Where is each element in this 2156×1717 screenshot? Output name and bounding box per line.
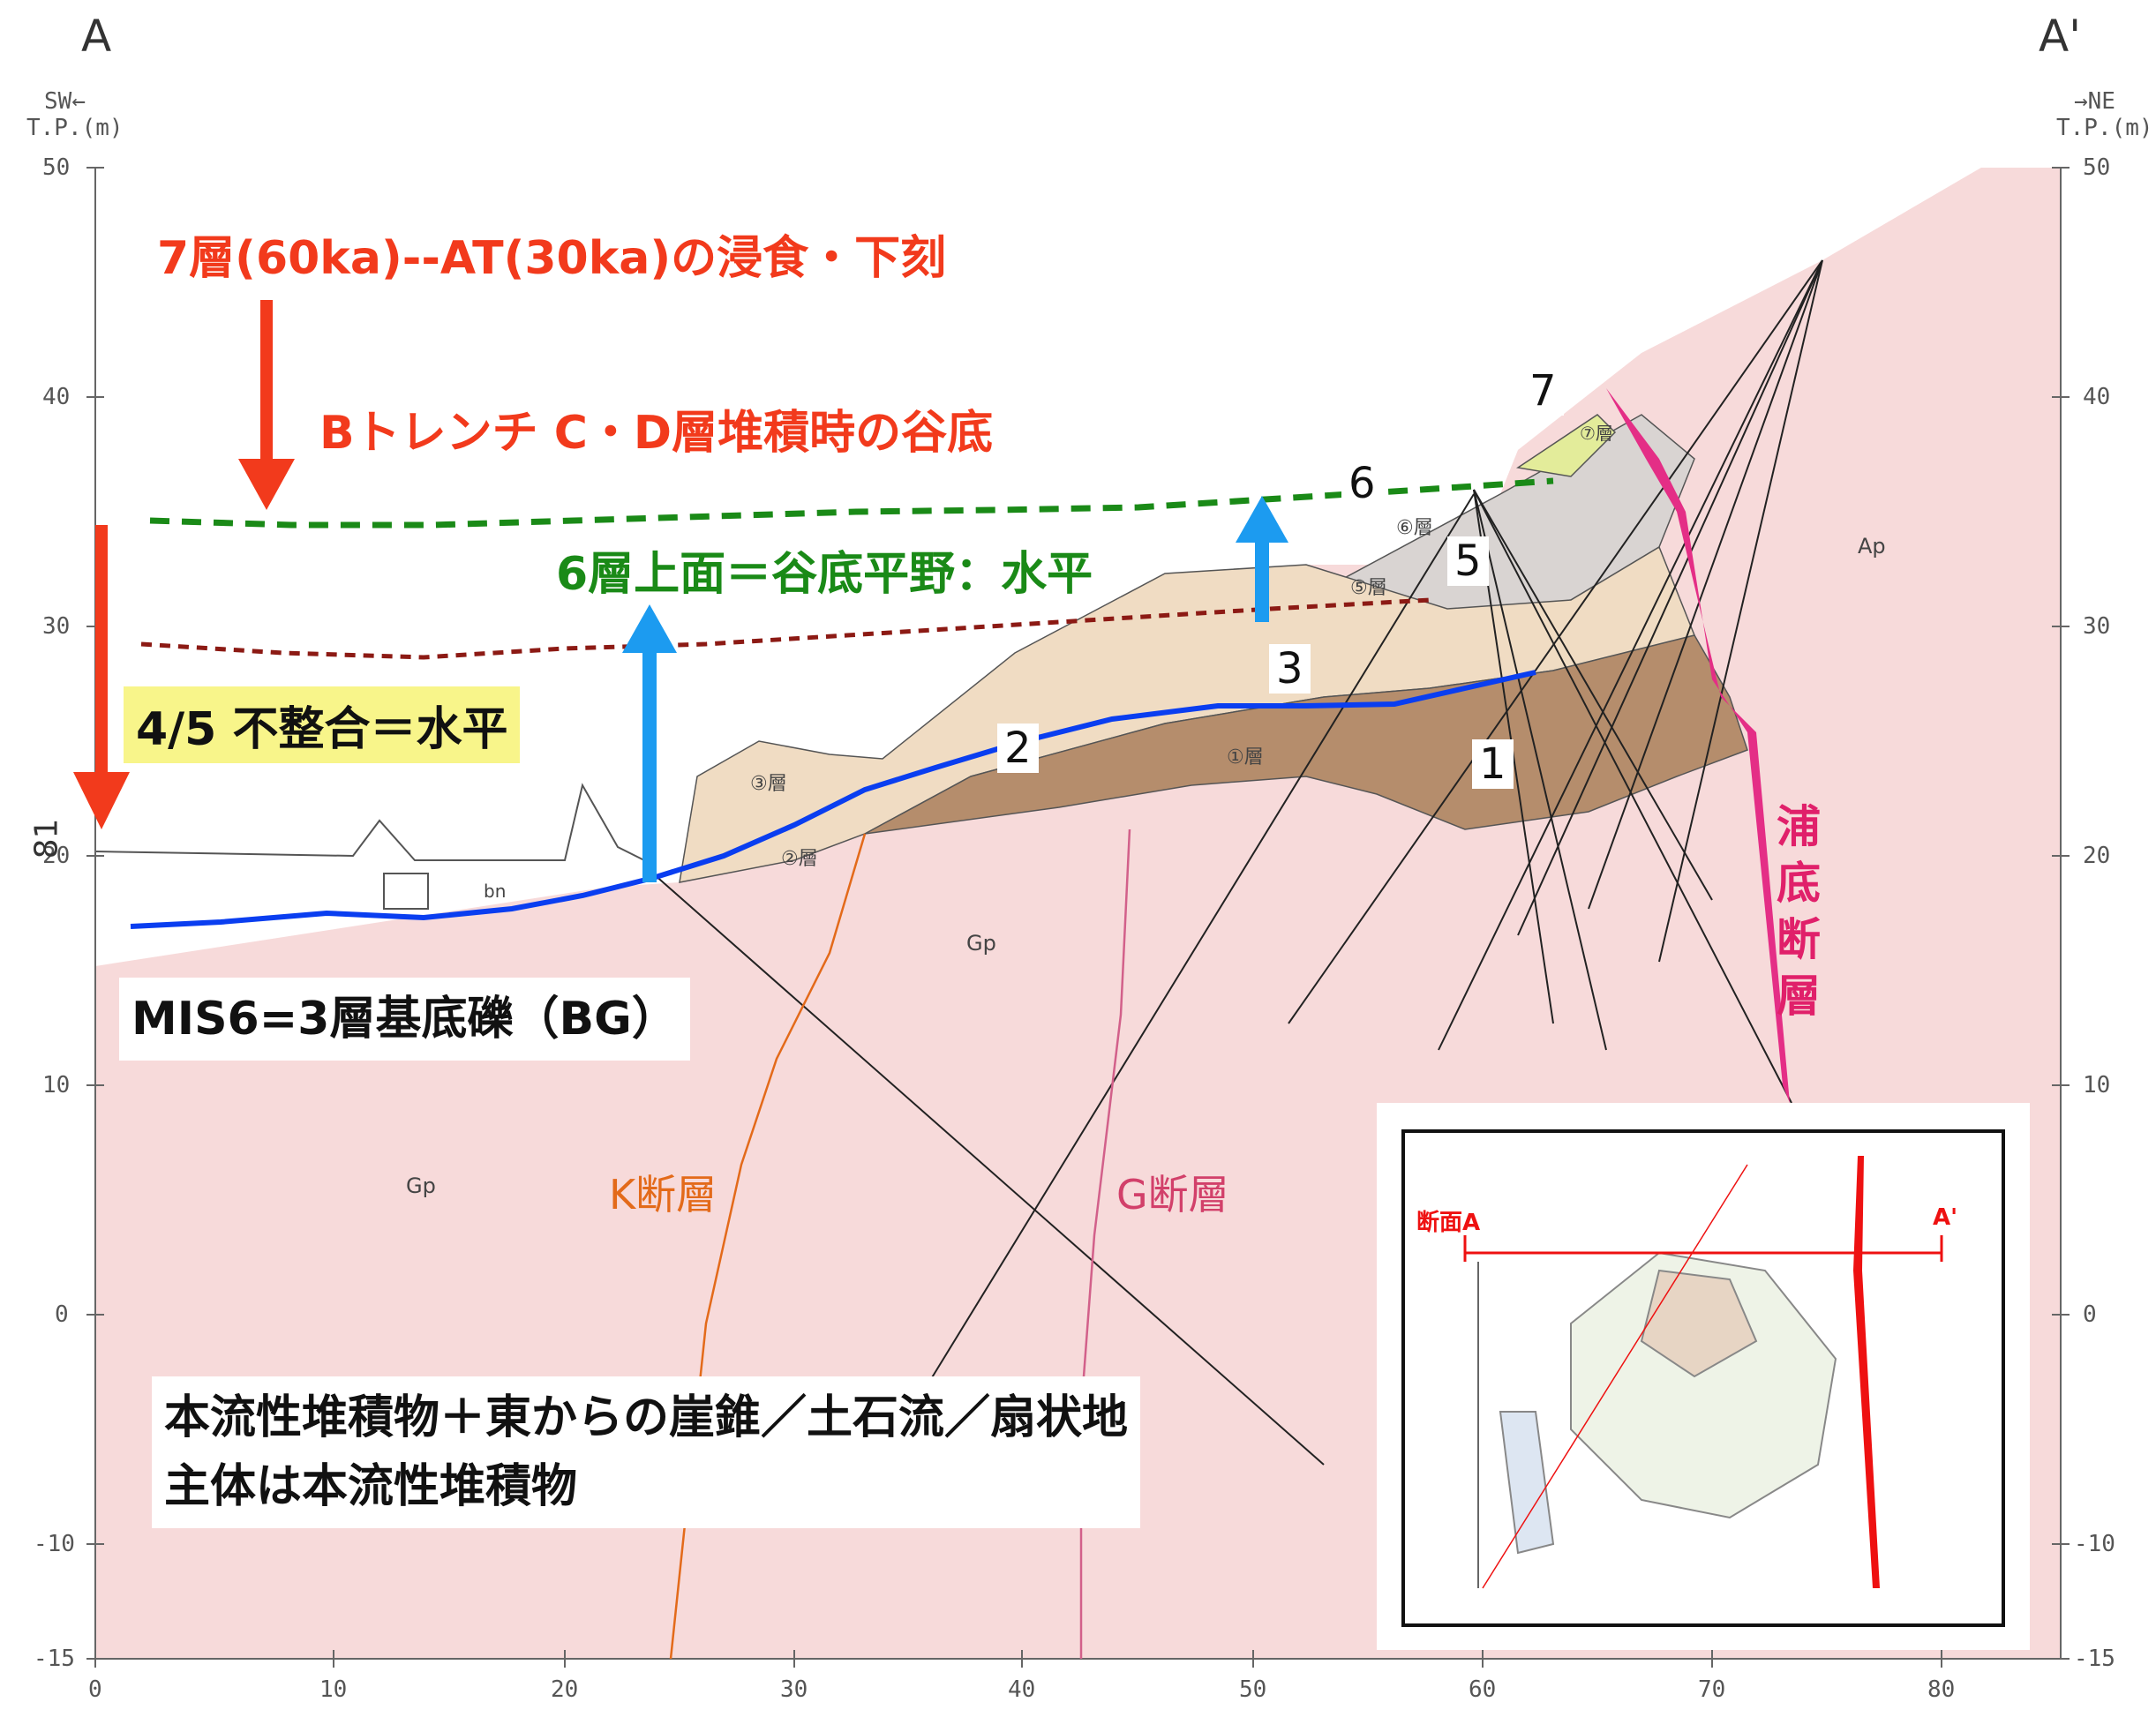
layer-number-1: 1 bbox=[1472, 739, 1514, 789]
unit-label-bn: bn bbox=[484, 881, 507, 902]
red-arrow-left bbox=[73, 525, 130, 829]
x-tick-label: 80 bbox=[1927, 1676, 1956, 1703]
corner-label-right: A' bbox=[2039, 11, 2081, 62]
y-tick-label-right: 20 bbox=[2083, 843, 2111, 869]
trench-label: Bトレンチ C・D層堆積時の谷底 bbox=[319, 407, 994, 460]
y-tick-label-left: 0 bbox=[55, 1301, 69, 1328]
x-tick-label: 40 bbox=[1008, 1676, 1036, 1703]
unit-label-layer2: ②層 bbox=[781, 848, 818, 870]
unit-label-layer3: ③層 bbox=[750, 773, 787, 795]
blue-boundary-line bbox=[130, 670, 1536, 929]
axis-right-direction: →NE bbox=[2074, 88, 2115, 115]
y-tick-label-right: 10 bbox=[2083, 1072, 2111, 1098]
y-tick-label-right: 50 bbox=[2083, 154, 2111, 181]
x-tick-label: 50 bbox=[1239, 1676, 1267, 1703]
y-tick-label-right: 30 bbox=[2083, 613, 2111, 640]
x-tick-label: 30 bbox=[780, 1676, 808, 1703]
inset-label-right: A' bbox=[1933, 1204, 1958, 1231]
unit-label-layer1: ①層 bbox=[1227, 746, 1264, 769]
inset-label-left: 断面A bbox=[1416, 1210, 1481, 1236]
mis-note: MIS6=3層基底礫（BG） bbox=[119, 978, 690, 1061]
inset-map bbox=[1377, 1103, 2030, 1650]
bottom-note-line1: 本流性堆積物＋東からの崖錐／土石流／扇状地 bbox=[164, 1391, 1129, 1444]
green-dashed-line bbox=[149, 477, 1554, 529]
x-tick-label: 20 bbox=[551, 1676, 579, 1703]
y-tick-label-left: 20 bbox=[42, 843, 71, 869]
x-ticks bbox=[94, 1650, 1942, 1668]
y-tick-label-right: -15 bbox=[2074, 1646, 2115, 1672]
structure-outline bbox=[94, 783, 654, 866]
unit-label-gp-lower: Gp bbox=[406, 1173, 436, 1198]
urazoko-fault-line bbox=[1606, 388, 1790, 1103]
y-tick-label-left: 10 bbox=[42, 1072, 71, 1098]
x-tick-label: 0 bbox=[88, 1676, 102, 1703]
y-tick-label-right: 0 bbox=[2083, 1301, 2097, 1328]
green-note: 6層上面＝谷底平野：水平 bbox=[556, 548, 1093, 601]
y-tick-label-left: -15 bbox=[34, 1646, 75, 1672]
unit-label-layer6: ⑥層 bbox=[1396, 517, 1433, 539]
structure-box bbox=[383, 873, 429, 910]
axis-left-unit: T.P.(m) bbox=[26, 115, 124, 141]
unit-label-layer7: ⑦層 bbox=[1580, 423, 1613, 444]
axis-right-unit: T.P.(m) bbox=[2056, 115, 2153, 141]
erosion-title: 7層(60ka)--AT(30ka)の浸食・下刻 bbox=[157, 232, 947, 285]
layer-number-6: 6 bbox=[1341, 459, 1383, 508]
y-tick-label-left: -10 bbox=[34, 1531, 75, 1557]
x-tick-label: 60 bbox=[1469, 1676, 1497, 1703]
y-tick-label-right: 40 bbox=[2083, 384, 2111, 410]
dark-red-dotted-line bbox=[140, 597, 1431, 660]
bottom-note: 本流性堆積物＋東からの崖錐／土石流／扇状地 主体は本流性堆積物 bbox=[152, 1376, 1141, 1528]
side-mark: 81 bbox=[28, 818, 65, 859]
layer-number-7: 7 bbox=[1522, 366, 1564, 416]
y-tick-label-left: 50 bbox=[42, 154, 71, 181]
unconformity-note: 4/5 不整合＝水平 bbox=[124, 686, 521, 763]
layer-number-3: 3 bbox=[1269, 644, 1311, 694]
unit-layer7 bbox=[1516, 414, 1617, 477]
unit-label-ap: Ap bbox=[1858, 534, 1886, 559]
k-fault-label: K断層 bbox=[609, 1171, 717, 1218]
red-arrow-top bbox=[238, 300, 295, 510]
layer-number-5: 5 bbox=[1447, 536, 1489, 586]
blue-arrow-left bbox=[622, 604, 677, 882]
corner-label-left: A bbox=[81, 11, 112, 62]
x-tick-label: 10 bbox=[319, 1676, 348, 1703]
borehole-lines bbox=[652, 259, 1823, 1466]
axis-left-direction: SW← bbox=[44, 88, 86, 115]
y-tick-label-left: 30 bbox=[42, 613, 71, 640]
x-tick-label: 70 bbox=[1698, 1676, 1726, 1703]
y-tick-label-right: -10 bbox=[2074, 1531, 2115, 1557]
unit-label-gp-upper: Gp bbox=[966, 931, 996, 956]
g-fault-label: G断層 bbox=[1116, 1171, 1229, 1218]
y-tick-label-left: 40 bbox=[42, 384, 71, 410]
blue-arrow-right bbox=[1236, 496, 1288, 622]
bottom-note-line2: 主体は本流性堆積物 bbox=[164, 1460, 578, 1513]
urazoko-fault-label: 浦底断層 bbox=[1777, 801, 1821, 1022]
unit-label-layer5: ⑤層 bbox=[1350, 577, 1387, 599]
layer-number-2: 2 bbox=[997, 724, 1039, 773]
